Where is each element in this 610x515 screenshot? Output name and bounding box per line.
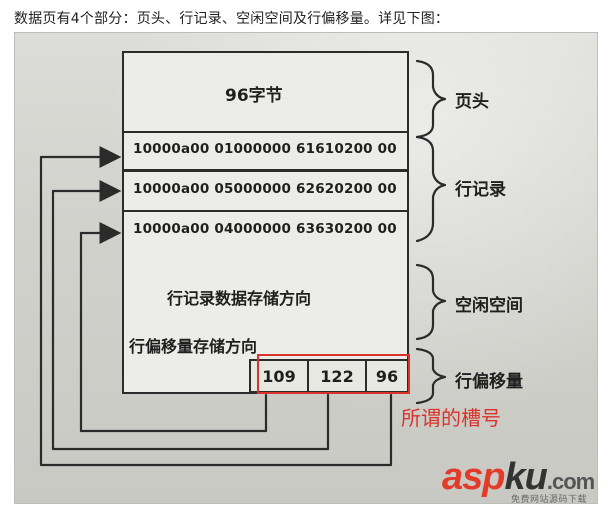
records-brace-label: 行记录: [455, 180, 506, 200]
page-header-section: [122, 51, 409, 133]
row-record-1-bytes: 10000a00 01000000 61610200 00: [133, 141, 397, 157]
watermark-suffix: .com: [546, 469, 595, 494]
watermark-subtitle: 免费网站源码下载站!: [511, 495, 588, 504]
site-watermark-logo: aspku.com: [442, 456, 595, 501]
row-record-3-bytes: 10000a00 04000000 63630200 00: [133, 221, 397, 237]
header-brace: [415, 59, 447, 139]
pointer-slot-96: [39, 146, 393, 467]
watermark-mid: ku: [504, 456, 547, 498]
slot-number-annotation: 所谓的槽号: [401, 406, 501, 430]
figure-caption: 数据页有4个部分：页头、行记录、空闲空间及行偏移量。详见下图：: [14, 11, 450, 27]
row-record-2-bytes: 10000a00 05000000 62620200 00: [133, 181, 397, 197]
slots-brace: [415, 347, 447, 405]
free-space-brace-label: 空闲空间: [455, 296, 523, 316]
diagram-photo: 96字节 10000a00 01000000 61610200 00 10000…: [14, 32, 598, 504]
slots-direction-label: 行偏移量存储方向: [129, 337, 258, 356]
records-brace: [415, 135, 447, 243]
pointer-slot-122: [51, 180, 330, 451]
row-record-3: [122, 210, 409, 252]
records-direction-label: 行记录数据存储方向: [167, 289, 312, 308]
slot-highlight-box: [257, 354, 410, 394]
watermark-prefix: asp: [442, 456, 505, 498]
row-record-1: [122, 131, 409, 171]
slot-cell-1: 109: [249, 359, 309, 393]
free-space-brace: [415, 263, 447, 341]
header-brace-label: 页头: [455, 92, 489, 112]
page-header-size-label: 96字节: [225, 86, 283, 106]
pointer-slot-109: [79, 222, 268, 433]
slots-brace-label: 行偏移量: [455, 372, 523, 392]
